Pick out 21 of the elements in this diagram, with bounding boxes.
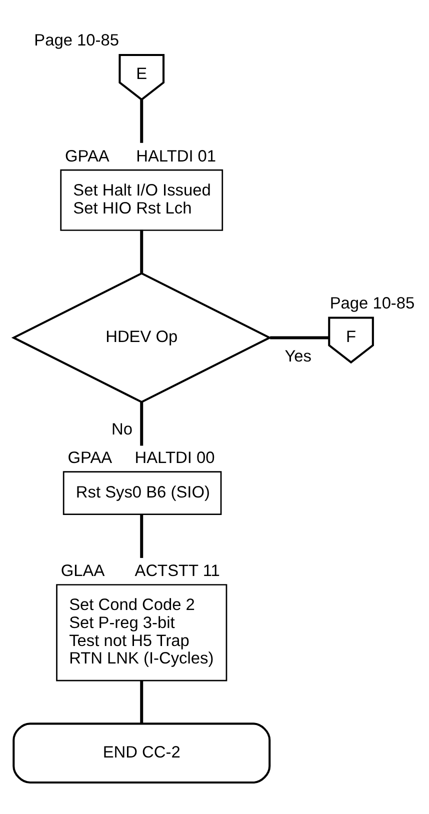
node-label: GPAA [68, 448, 112, 467]
connector [140, 514, 144, 558]
connector [140, 402, 144, 446]
connector [140, 680, 144, 723]
node-label: HALTDI 01 [136, 146, 216, 165]
node-label: Page 10-85 [34, 31, 120, 50]
node-label: Page 10-85 [330, 294, 415, 312]
edge-label: Yes [284, 347, 312, 366]
node-box: Set Cond Code 2 Set P-reg 3-bit Test not H5 Trap RTN LNK (I-Cycles) [56, 584, 228, 681]
node-diamond: HDEV Op [11, 272, 272, 403]
node-label: ACTSTT 11 [134, 561, 220, 580]
node-box: END CC-2 [12, 722, 271, 784]
node-label: GPAA [64, 146, 110, 165]
connector [140, 229, 144, 272]
connector [140, 99, 144, 142]
node-box: Rst Sys0 B6 (SIO) [62, 470, 222, 514]
node-label: GLAA [60, 561, 105, 580]
node-box: Set Halt I/O Issued Set HIO Rst Lch [60, 168, 224, 230]
connector [270, 336, 329, 339]
node-label: HALTDI 00 [134, 448, 215, 467]
edge-label: No [111, 420, 132, 438]
